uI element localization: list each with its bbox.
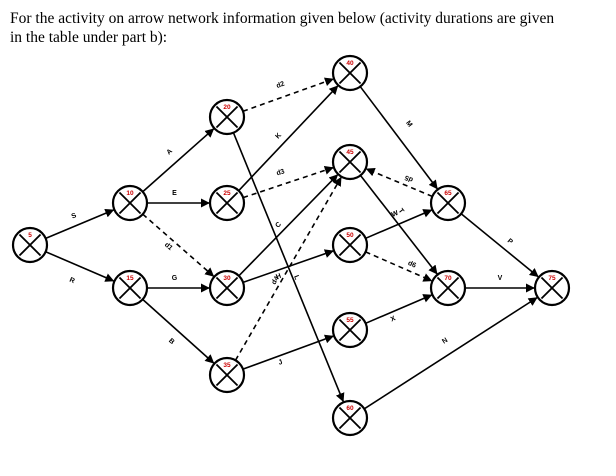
problem-statement-line-1: For the activity on arrow network inform…: [10, 10, 555, 27]
event-number: 15: [126, 275, 134, 282]
event-cross-stroke: [338, 406, 362, 430]
event-number: 25: [223, 190, 231, 197]
activity-label-h: H: [275, 273, 282, 281]
event-number: 70: [444, 275, 452, 282]
activity-arrow-d4: [234, 176, 342, 361]
activity-arrow-n: [363, 297, 538, 410]
activity-label-s: S: [71, 212, 78, 220]
activity-label-k: K: [274, 132, 283, 140]
event-node-20: 20: [208, 98, 246, 136]
activity-arrow-m: [359, 86, 438, 190]
event-cross-stroke: [118, 276, 142, 300]
event-cross-stroke: [18, 233, 42, 257]
activity-label-c: C: [274, 221, 283, 230]
activity-arrow-b: [142, 298, 215, 364]
event-number: 40: [346, 60, 354, 67]
activity-arrow-d2: [242, 77, 334, 113]
event-node-45: 45: [331, 143, 369, 181]
event-number: 10: [126, 190, 134, 197]
event-cross-stroke: [338, 150, 362, 174]
activity-label-v: V: [498, 275, 503, 282]
event-node-10: 10: [111, 184, 149, 222]
activity-label-j: J: [278, 359, 284, 367]
event-node-15: 15: [111, 269, 149, 307]
problem-statement: For the activity on arrow network inform…: [10, 9, 610, 47]
activity-arrow-d3: [242, 165, 334, 199]
activity-label-d5: d5: [404, 173, 414, 183]
activity-arrow-p: [460, 213, 539, 278]
activity-label-x: X: [390, 315, 397, 323]
activity-label-d3: d3: [276, 168, 286, 177]
activity-arrow-d1: [142, 213, 215, 277]
event-node-40: 40: [331, 54, 369, 92]
activity-label-r: R: [68, 277, 75, 285]
activity-label-d4: d4: [271, 275, 281, 286]
activity-arrow-r: [45, 250, 115, 282]
event-node-65: 65: [429, 184, 467, 222]
activity-label-d1: d1: [163, 241, 174, 252]
activity-label-d6: d6: [407, 260, 417, 270]
event-node-70: 70: [429, 269, 467, 307]
event-number: 60: [346, 405, 354, 412]
activity-label-b: B: [167, 337, 175, 346]
activity-label-a: A: [166, 148, 174, 157]
event-cross-stroke: [215, 276, 239, 300]
event-cross-stroke: [436, 276, 460, 300]
event-cross-stroke: [540, 276, 564, 300]
activity-arrow-a: [142, 128, 215, 193]
activity-arrow-d5: [365, 167, 433, 198]
activity-label-e: E: [172, 190, 177, 197]
activity-label-p: P: [506, 238, 514, 247]
event-number: 75: [548, 275, 556, 282]
event-node-50: 50: [331, 226, 369, 264]
activity-arrow-c: [238, 174, 339, 277]
event-number: 65: [444, 190, 452, 197]
event-cross-stroke: [436, 191, 460, 215]
activity-label-n: N: [441, 337, 449, 346]
activity-label-d2: d2: [276, 81, 286, 90]
event-number: 20: [223, 104, 231, 111]
event-cross-stroke: [338, 318, 362, 342]
activity-arrow-s: [45, 208, 115, 240]
event-node-55: 55: [331, 311, 369, 349]
activity-label-w: W: [391, 210, 400, 219]
event-cross-stroke: [338, 61, 362, 85]
event-node-25: 25: [208, 184, 246, 222]
activity-label-l: L: [292, 274, 300, 281]
problem-statement-line-2: in the table under part b):: [10, 29, 168, 46]
event-node-30: 30: [208, 269, 246, 307]
activity-label-t: T: [397, 207, 406, 215]
event-cross-stroke: [215, 191, 239, 215]
event-number: 35: [223, 362, 231, 369]
activity-arrow-j: [242, 334, 334, 370]
event-number: 55: [346, 317, 354, 324]
event-cross-stroke: [215, 363, 239, 387]
event-number: 30: [223, 275, 231, 282]
event-cross-stroke: [215, 105, 239, 129]
event-cross-stroke: [118, 191, 142, 215]
activity-arrow-w: [365, 209, 433, 240]
activity-label-g: G: [172, 275, 178, 282]
event-node-35: 35: [208, 356, 246, 394]
activity-arrow-h: [242, 249, 334, 284]
event-node-75: 75: [533, 269, 571, 307]
event-number: 5: [28, 232, 32, 239]
event-node-5: 5: [11, 226, 49, 264]
event-cross-stroke: [338, 233, 362, 257]
activity-arrow-d6: [365, 251, 433, 282]
event-number: 45: [346, 149, 354, 156]
event-node-60: 60: [331, 399, 369, 437]
activity-arrow-k: [238, 85, 339, 192]
activity-arrow-x: [365, 294, 433, 325]
event-number: 50: [346, 232, 354, 239]
activity-label-m: M: [404, 120, 413, 129]
